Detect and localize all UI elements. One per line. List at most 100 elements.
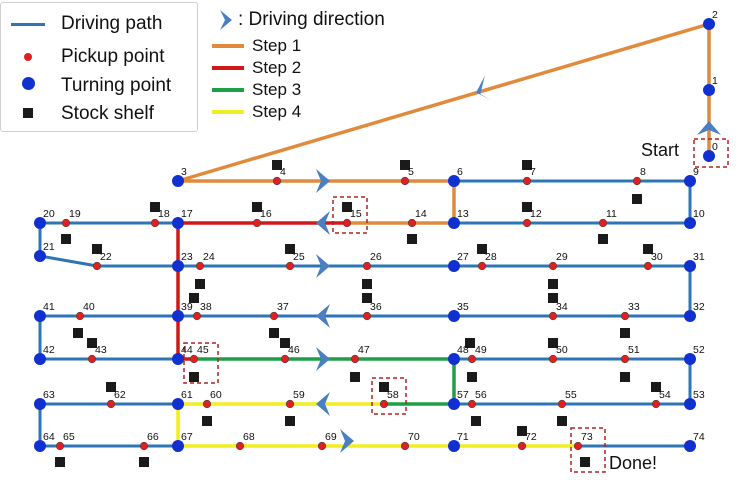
turning-point	[703, 18, 715, 30]
turning-point	[34, 440, 46, 452]
node-label: 16	[260, 208, 272, 220]
node-label: 30	[651, 251, 663, 263]
stock-shelf	[362, 279, 372, 289]
turning-point	[703, 150, 715, 162]
node-label: 55	[565, 389, 577, 401]
node-label: 11	[606, 208, 617, 220]
node-label: 71	[457, 431, 469, 443]
turning-point	[448, 440, 460, 452]
pickup-dot-icon	[11, 48, 45, 66]
node-label: 74	[693, 431, 705, 443]
stock-shelf	[202, 416, 212, 426]
stock-shelf	[189, 293, 199, 303]
node-label: 3	[181, 166, 187, 178]
stock-shelf	[467, 372, 477, 382]
legend-left: Driving path Pickup point Turning point …	[0, 2, 198, 132]
stock-shelf	[517, 426, 527, 436]
highlight-box	[570, 427, 606, 473]
pickup-point	[522, 218, 532, 228]
node-label: 64	[43, 431, 55, 443]
pickup-point	[139, 441, 149, 451]
stock-shelf	[620, 328, 630, 338]
node-label: 0	[712, 141, 718, 153]
node-label: 29	[556, 251, 568, 263]
node-label: 73	[581, 431, 593, 443]
turning-point	[172, 260, 184, 272]
pickup-point	[285, 399, 295, 409]
stock-shelf	[400, 160, 410, 170]
start-label: Start	[641, 140, 680, 160]
pickup-point	[280, 354, 290, 364]
node-label: 25	[293, 251, 305, 263]
shelf-square-icon	[11, 105, 45, 123]
turning-point	[684, 310, 696, 322]
node-label: 14	[415, 208, 427, 220]
node-label: 22	[100, 251, 112, 263]
node-label: 61	[181, 389, 193, 401]
step1-route	[176, 22, 711, 225]
direction-arrow-icon	[316, 169, 330, 193]
direction-arrow-icon	[697, 121, 721, 135]
pickup-point	[632, 176, 642, 186]
node-label: 21	[43, 241, 55, 253]
pickup-point	[87, 354, 97, 364]
node-label: 17	[181, 208, 193, 220]
node-label: 57	[457, 389, 469, 401]
node-label: 47	[358, 344, 370, 356]
pickup-point	[272, 176, 282, 186]
stock-shelf	[522, 160, 532, 170]
pickup-point	[379, 399, 389, 409]
turning-point	[34, 398, 46, 410]
turning-point	[448, 217, 460, 229]
direction-arrow-icon	[316, 392, 330, 416]
turning-point	[448, 353, 460, 365]
node-label: 56	[475, 389, 487, 401]
pickup-point	[620, 354, 630, 364]
node-label: 33	[628, 301, 640, 313]
stock-shelf	[285, 416, 295, 426]
turning-point	[684, 217, 696, 229]
node-label: 7	[530, 166, 536, 178]
legend-item-step2: Step 2	[212, 58, 301, 78]
stock-shelf	[379, 382, 389, 392]
turning-point	[684, 260, 696, 272]
pickup-point	[573, 441, 583, 451]
stock-shelf	[632, 194, 642, 204]
pickup-point	[598, 218, 608, 228]
pickup-point	[75, 311, 85, 321]
stock-shelf	[272, 160, 282, 170]
stock-shelf	[350, 372, 360, 382]
node-label: 2	[712, 9, 718, 21]
pickup-point	[548, 354, 558, 364]
node-label: 41	[43, 301, 55, 313]
path-line-icon	[11, 22, 45, 26]
node-label: 32	[693, 301, 705, 313]
legend-item-step4: Step 4	[212, 102, 301, 122]
pickup-point	[92, 261, 102, 271]
pickup-point	[317, 441, 327, 451]
pickup-point	[252, 218, 262, 228]
turning-point	[448, 175, 460, 187]
stock-shelf	[557, 416, 567, 426]
node-label: 45	[197, 344, 209, 356]
stock-shelf	[61, 234, 71, 244]
stock-shelf	[55, 457, 65, 467]
pickup-point	[548, 311, 558, 321]
node-label: 59	[293, 389, 305, 401]
turning-point	[172, 175, 184, 187]
turning-point	[448, 398, 460, 410]
node-label: 50	[556, 344, 568, 356]
node-label: 13	[457, 208, 469, 220]
pickup-point	[651, 399, 661, 409]
stock-shelf	[195, 279, 205, 289]
pickup-point	[517, 441, 527, 451]
node-label: 6	[457, 166, 463, 178]
direction-arrow-icon	[316, 211, 330, 235]
legend-item-direction: : Driving direction	[216, 8, 385, 32]
pickup-point	[61, 218, 71, 228]
highlight-box	[371, 377, 407, 415]
node-label: 51	[628, 344, 640, 356]
step3-line-icon	[212, 88, 244, 92]
node-label: 70	[408, 431, 420, 443]
node-label: 58	[387, 389, 399, 401]
